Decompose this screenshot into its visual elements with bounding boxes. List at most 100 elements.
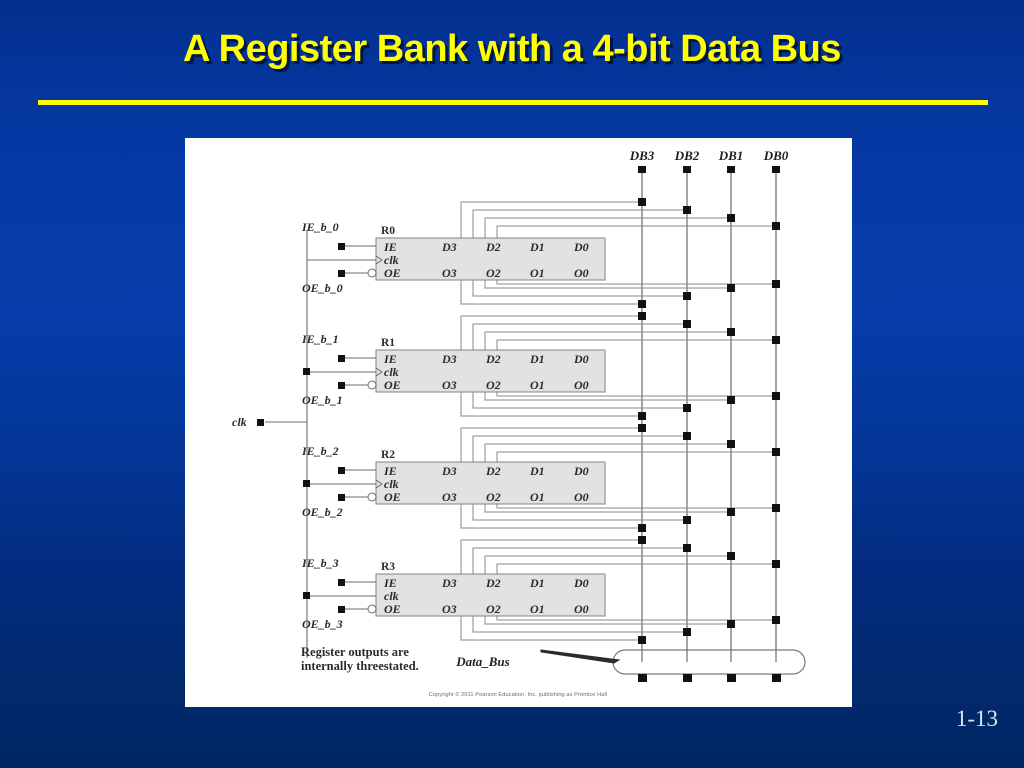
r3-oe-inversion-bubble <box>367 604 377 614</box>
r2-body <box>375 461 606 505</box>
r1-clk-junction-dot <box>303 368 310 375</box>
register-block-r0: R0 IE clk OE D3 D2 D1 D0 O3 O2 O1 O0 IE_… <box>301 201 776 305</box>
r0-d2: D2 <box>485 240 501 254</box>
register-bank-diagram: DB3 DB2 DB1 DB0 clk <box>232 148 806 698</box>
threestate-note: Register outputs are internally threesta… <box>301 645 419 673</box>
r0-d3: D3 <box>441 240 457 254</box>
r2-o0: O0 <box>574 490 589 504</box>
data-bus-vertical-lines <box>641 170 777 662</box>
r0-bus-routing <box>460 201 776 305</box>
r0-body <box>375 237 606 281</box>
r1-bus-routing <box>460 315 776 417</box>
r1-pin-clk: clk <box>384 365 399 379</box>
r3-pin-oe: OE <box>384 602 401 616</box>
bus-label-db1: DB1 <box>718 148 744 163</box>
r2-name: R2 <box>381 449 395 461</box>
r3-d3: D3 <box>441 576 457 590</box>
r1-oe-label: OE_b_1 <box>302 393 343 407</box>
register-block-r1: R1 IE clk OE D3 D2 D1 D0 O3 O2 O1 O0 IE_… <box>301 315 776 417</box>
r1-o1: O1 <box>530 378 545 392</box>
figure-panel: DB3 DB2 DB1 DB0 clk <box>185 138 852 707</box>
title-underline-rule <box>38 100 988 105</box>
r2-oe-label: OE_b_2 <box>302 505 343 519</box>
r0-oe-inversion-bubble <box>367 268 377 278</box>
clk-label: clk <box>232 415 247 429</box>
r3-bus-routing <box>460 539 776 641</box>
r3-pin-clk: clk <box>384 589 399 603</box>
bus-label-db3: DB3 <box>629 148 655 163</box>
r1-d3: D3 <box>441 352 457 366</box>
r3-ie-terminal <box>338 579 345 586</box>
r1-name: R1 <box>381 337 395 349</box>
data-bus-terminal-db2 <box>683 674 692 682</box>
r3-pin-ie: IE <box>383 576 397 590</box>
page-title: A Register Bank with a 4-bit Data Bus <box>183 28 841 70</box>
r1-o0: O0 <box>574 378 589 392</box>
r2-pin-clk: clk <box>384 477 399 491</box>
r0-o1: O1 <box>530 266 545 280</box>
r2-oe-terminal <box>338 494 345 501</box>
r3-oe-terminal <box>338 606 345 613</box>
r0-pin-ie: IE <box>383 240 397 254</box>
register-block-r3: R3 IE clk OE D3 D2 D1 D0 O3 O2 O1 O0 IE_… <box>301 539 776 641</box>
r1-d0: D0 <box>573 352 589 366</box>
page-number: 1-13 <box>955 706 998 731</box>
r0-oe-label: OE_b_0 <box>302 281 343 295</box>
r1-oe-terminal <box>338 382 345 389</box>
r3-o3: O3 <box>442 602 457 616</box>
data-bus-name-label: Data_Bus <box>455 654 509 669</box>
clk-terminal <box>257 419 264 426</box>
bus-label-db2: DB2 <box>674 148 700 163</box>
r0-o3: O3 <box>442 266 457 280</box>
note-line-2: internally threestated. <box>301 659 419 673</box>
r0-pin-oe: OE <box>384 266 401 280</box>
r3-d0: D0 <box>573 576 589 590</box>
r2-pin-oe: OE <box>384 490 401 504</box>
r0-d0: D0 <box>573 240 589 254</box>
note-line-1: Register outputs are <box>301 645 409 659</box>
r1-body <box>375 349 606 393</box>
data-bus-terminal-db0 <box>772 674 781 682</box>
r1-o2: O2 <box>486 378 501 392</box>
r2-o3: O3 <box>442 490 457 504</box>
r2-d3: D3 <box>441 464 457 478</box>
r3-o0: O0 <box>574 602 589 616</box>
r0-oe-terminal <box>338 270 345 277</box>
data-bus-labels: DB3 DB2 DB1 DB0 <box>629 148 789 163</box>
r3-d1: D1 <box>529 576 545 590</box>
r3-ie-label: IE_b_3 <box>301 556 339 570</box>
r1-ie-label: IE_b_1 <box>301 332 339 346</box>
register-block-r2: R2 IE clk OE D3 D2 D1 D0 O3 O2 O1 O0 IE_… <box>301 427 776 529</box>
r2-clk-junction-dot <box>303 480 310 487</box>
r1-oe-inversion-bubble <box>367 380 377 390</box>
data-bus-top-terminals <box>638 166 780 173</box>
data-bus-terminal-db1 <box>727 674 736 682</box>
bus-junction-dots <box>638 198 780 644</box>
r3-o1: O1 <box>530 602 545 616</box>
bus-label-db0: DB0 <box>763 148 789 163</box>
r0-d1: D1 <box>529 240 545 254</box>
r2-ie-label: IE_b_2 <box>301 444 339 458</box>
r2-o1: O1 <box>530 490 545 504</box>
r2-d2: D2 <box>485 464 501 478</box>
r1-d2: D2 <box>485 352 501 366</box>
r3-d2: D2 <box>485 576 501 590</box>
r0-o0: O0 <box>574 266 589 280</box>
r0-name: R0 <box>381 225 395 237</box>
r1-d1: D1 <box>529 352 545 366</box>
r0-ie-terminal <box>338 243 345 250</box>
r1-ie-terminal <box>338 355 345 362</box>
r2-bus-routing <box>460 427 776 529</box>
r2-oe-inversion-bubble <box>367 492 377 502</box>
r3-o2: O2 <box>486 602 501 616</box>
r2-d0: D0 <box>573 464 589 478</box>
r3-name: R3 <box>381 561 395 573</box>
r2-ie-terminal <box>338 467 345 474</box>
r0-pin-clk: clk <box>384 253 399 267</box>
r3-body <box>375 573 606 617</box>
data-bus-rail <box>612 649 806 682</box>
r1-pin-ie: IE <box>383 352 397 366</box>
r2-o2: O2 <box>486 490 501 504</box>
copyright-notice: Copyright © 2011 Pearson Education, Inc.… <box>429 691 607 698</box>
